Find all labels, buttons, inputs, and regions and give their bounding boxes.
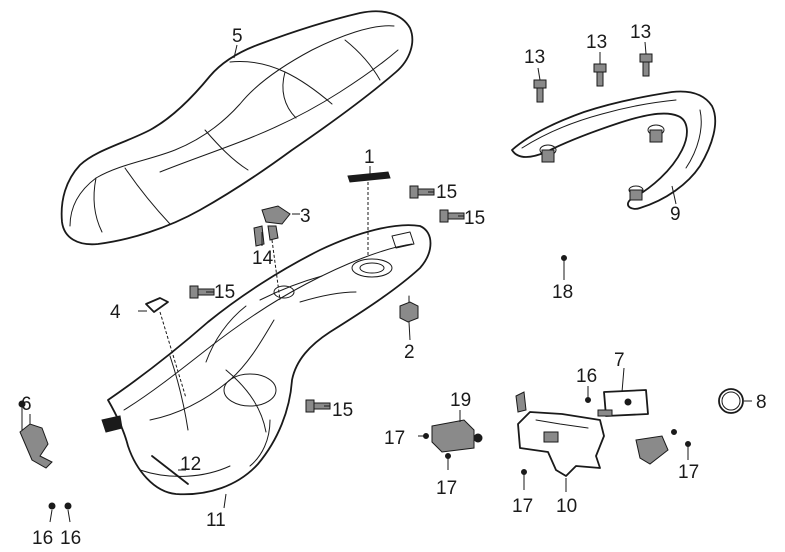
callout-4: 4 bbox=[110, 302, 121, 323]
callout-labels: 5 1 3 14 4 2 6 11 12 13 13 13 9 15 15 15… bbox=[21, 22, 767, 549]
callout-15c: 15 bbox=[214, 282, 235, 303]
bolt-part-13b bbox=[593, 63, 607, 87]
strip-part-1 bbox=[347, 171, 391, 256]
callout-15b: 15 bbox=[464, 208, 485, 229]
callout-10: 10 bbox=[556, 496, 577, 517]
callout-17a: 17 bbox=[384, 428, 405, 449]
callout-15d: 15 bbox=[332, 400, 353, 421]
callout-8: 8 bbox=[756, 392, 767, 413]
callout-18: 18 bbox=[552, 282, 573, 303]
callout-16a: 16 bbox=[32, 528, 53, 549]
callout-14: 14 bbox=[252, 248, 274, 269]
luggage-box-part bbox=[101, 224, 432, 496]
callout-19: 19 bbox=[450, 390, 471, 411]
callout-15a: 15 bbox=[436, 182, 457, 203]
callout-9: 9 bbox=[670, 204, 681, 225]
callout-13a: 13 bbox=[524, 47, 545, 68]
leader-lines bbox=[29, 41, 752, 523]
callout-7: 7 bbox=[614, 350, 625, 371]
latch-part-3 bbox=[253, 205, 291, 301]
callout-16b: 16 bbox=[60, 528, 81, 549]
callout-16c: 16 bbox=[576, 366, 597, 387]
latch-bracket-right bbox=[635, 429, 677, 465]
bolt-part-13a bbox=[533, 79, 547, 103]
callout-12: 12 bbox=[180, 454, 201, 475]
bolt-part-13c bbox=[639, 53, 653, 77]
actuator-part-19 bbox=[431, 419, 483, 459]
callout-2: 2 bbox=[404, 342, 415, 363]
callout-3: 3 bbox=[300, 206, 311, 227]
plate-part-10 bbox=[515, 391, 605, 477]
callout-13c: 13 bbox=[630, 22, 651, 43]
callout-5: 5 bbox=[232, 26, 243, 47]
callout-17b: 17 bbox=[436, 478, 457, 499]
callout-11: 11 bbox=[206, 510, 226, 531]
rear-carrier-part bbox=[511, 90, 717, 210]
callout-1: 1 bbox=[364, 147, 375, 168]
screw-dots bbox=[48, 255, 691, 510]
nut-part-2 bbox=[399, 295, 419, 323]
callout-17c: 17 bbox=[512, 496, 533, 517]
bolt-part-15b bbox=[439, 209, 465, 223]
rod-part-12 bbox=[151, 455, 189, 485]
seat-part bbox=[60, 10, 414, 246]
bracket-part-7 bbox=[597, 389, 649, 417]
ring-part-8 bbox=[718, 388, 744, 414]
pad-part-4 bbox=[145, 297, 187, 399]
callout-17d: 17 bbox=[678, 462, 699, 483]
callout-6: 6 bbox=[21, 394, 32, 415]
callout-13b: 13 bbox=[586, 32, 607, 53]
bracket-part-6 bbox=[18, 400, 53, 469]
